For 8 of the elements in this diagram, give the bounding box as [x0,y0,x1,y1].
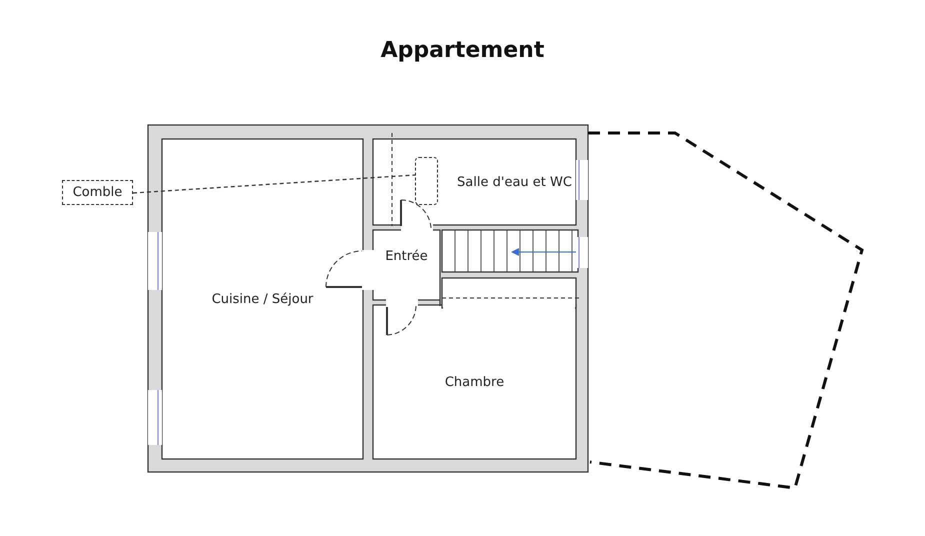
plan-title: Appartement [380,38,544,63]
room-label: Cuisine / Séjour [212,292,314,306]
dashed-outline [415,157,438,205]
room-label: Entrée [385,248,428,264]
room-label: Salle d'eau et WC [457,174,572,190]
room-label: Chambre [444,374,504,390]
leader-line [132,174,416,194]
callout-box: Comble [62,180,133,205]
